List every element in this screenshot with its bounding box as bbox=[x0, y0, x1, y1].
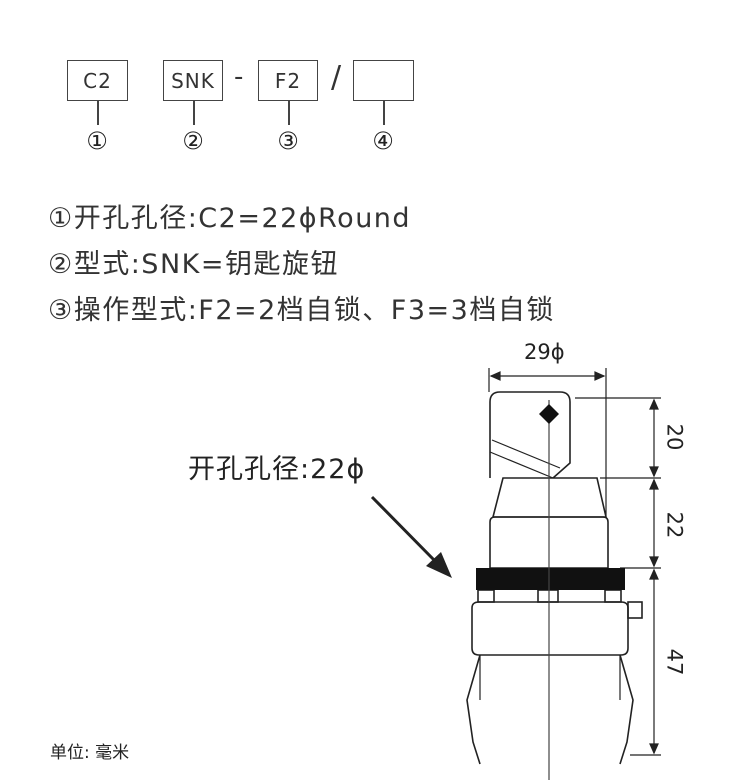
connector-line-3 bbox=[288, 101, 290, 125]
connector-line-2 bbox=[193, 101, 195, 125]
body-lower bbox=[466, 654, 634, 765]
code-slash: / bbox=[331, 60, 342, 95]
tab-left bbox=[477, 589, 495, 603]
connector-line-4 bbox=[383, 101, 385, 125]
description-type: ②型式:SNK=钥匙旋钮 bbox=[48, 249, 339, 280]
code-box-f2: F2 bbox=[258, 60, 318, 101]
code-box-empty bbox=[353, 60, 414, 101]
body-upper bbox=[471, 601, 629, 656]
body-taper bbox=[479, 655, 621, 700]
pointer-arrow-icon bbox=[370, 495, 452, 578]
code-box-c2: C2 bbox=[67, 60, 128, 101]
code-dash: - bbox=[234, 62, 244, 92]
key-handle bbox=[489, 391, 571, 479]
height-dimension-20: 20 bbox=[662, 423, 687, 451]
height-dimension-22: 22 bbox=[662, 511, 687, 539]
key-diamond-icon bbox=[539, 404, 559, 424]
height-dimension-47: 47 bbox=[662, 648, 687, 676]
collar bbox=[489, 516, 609, 569]
width-dimension-label: 29ϕ bbox=[524, 340, 565, 364]
marker-1: ① bbox=[86, 127, 108, 155]
connector-line-1 bbox=[97, 101, 99, 125]
marker-2: ② bbox=[182, 127, 204, 155]
description-hole-size: ①开孔孔径:C2=22ϕRound bbox=[48, 203, 412, 234]
unit-label: 单位: 毫米 bbox=[50, 743, 130, 763]
code-box-snk: SNK bbox=[163, 60, 223, 101]
description-operation: ③操作型式:F2=2档自锁、F3=3档自锁 bbox=[48, 295, 555, 326]
hole-size-label: 开孔孔径:22ϕ bbox=[188, 454, 366, 485]
marker-4: ④ bbox=[372, 127, 394, 155]
side-clip bbox=[627, 601, 643, 619]
tab-right bbox=[604, 589, 622, 603]
mounting-ring bbox=[476, 568, 625, 590]
marker-3: ③ bbox=[277, 127, 299, 155]
tab-center bbox=[537, 589, 559, 603]
